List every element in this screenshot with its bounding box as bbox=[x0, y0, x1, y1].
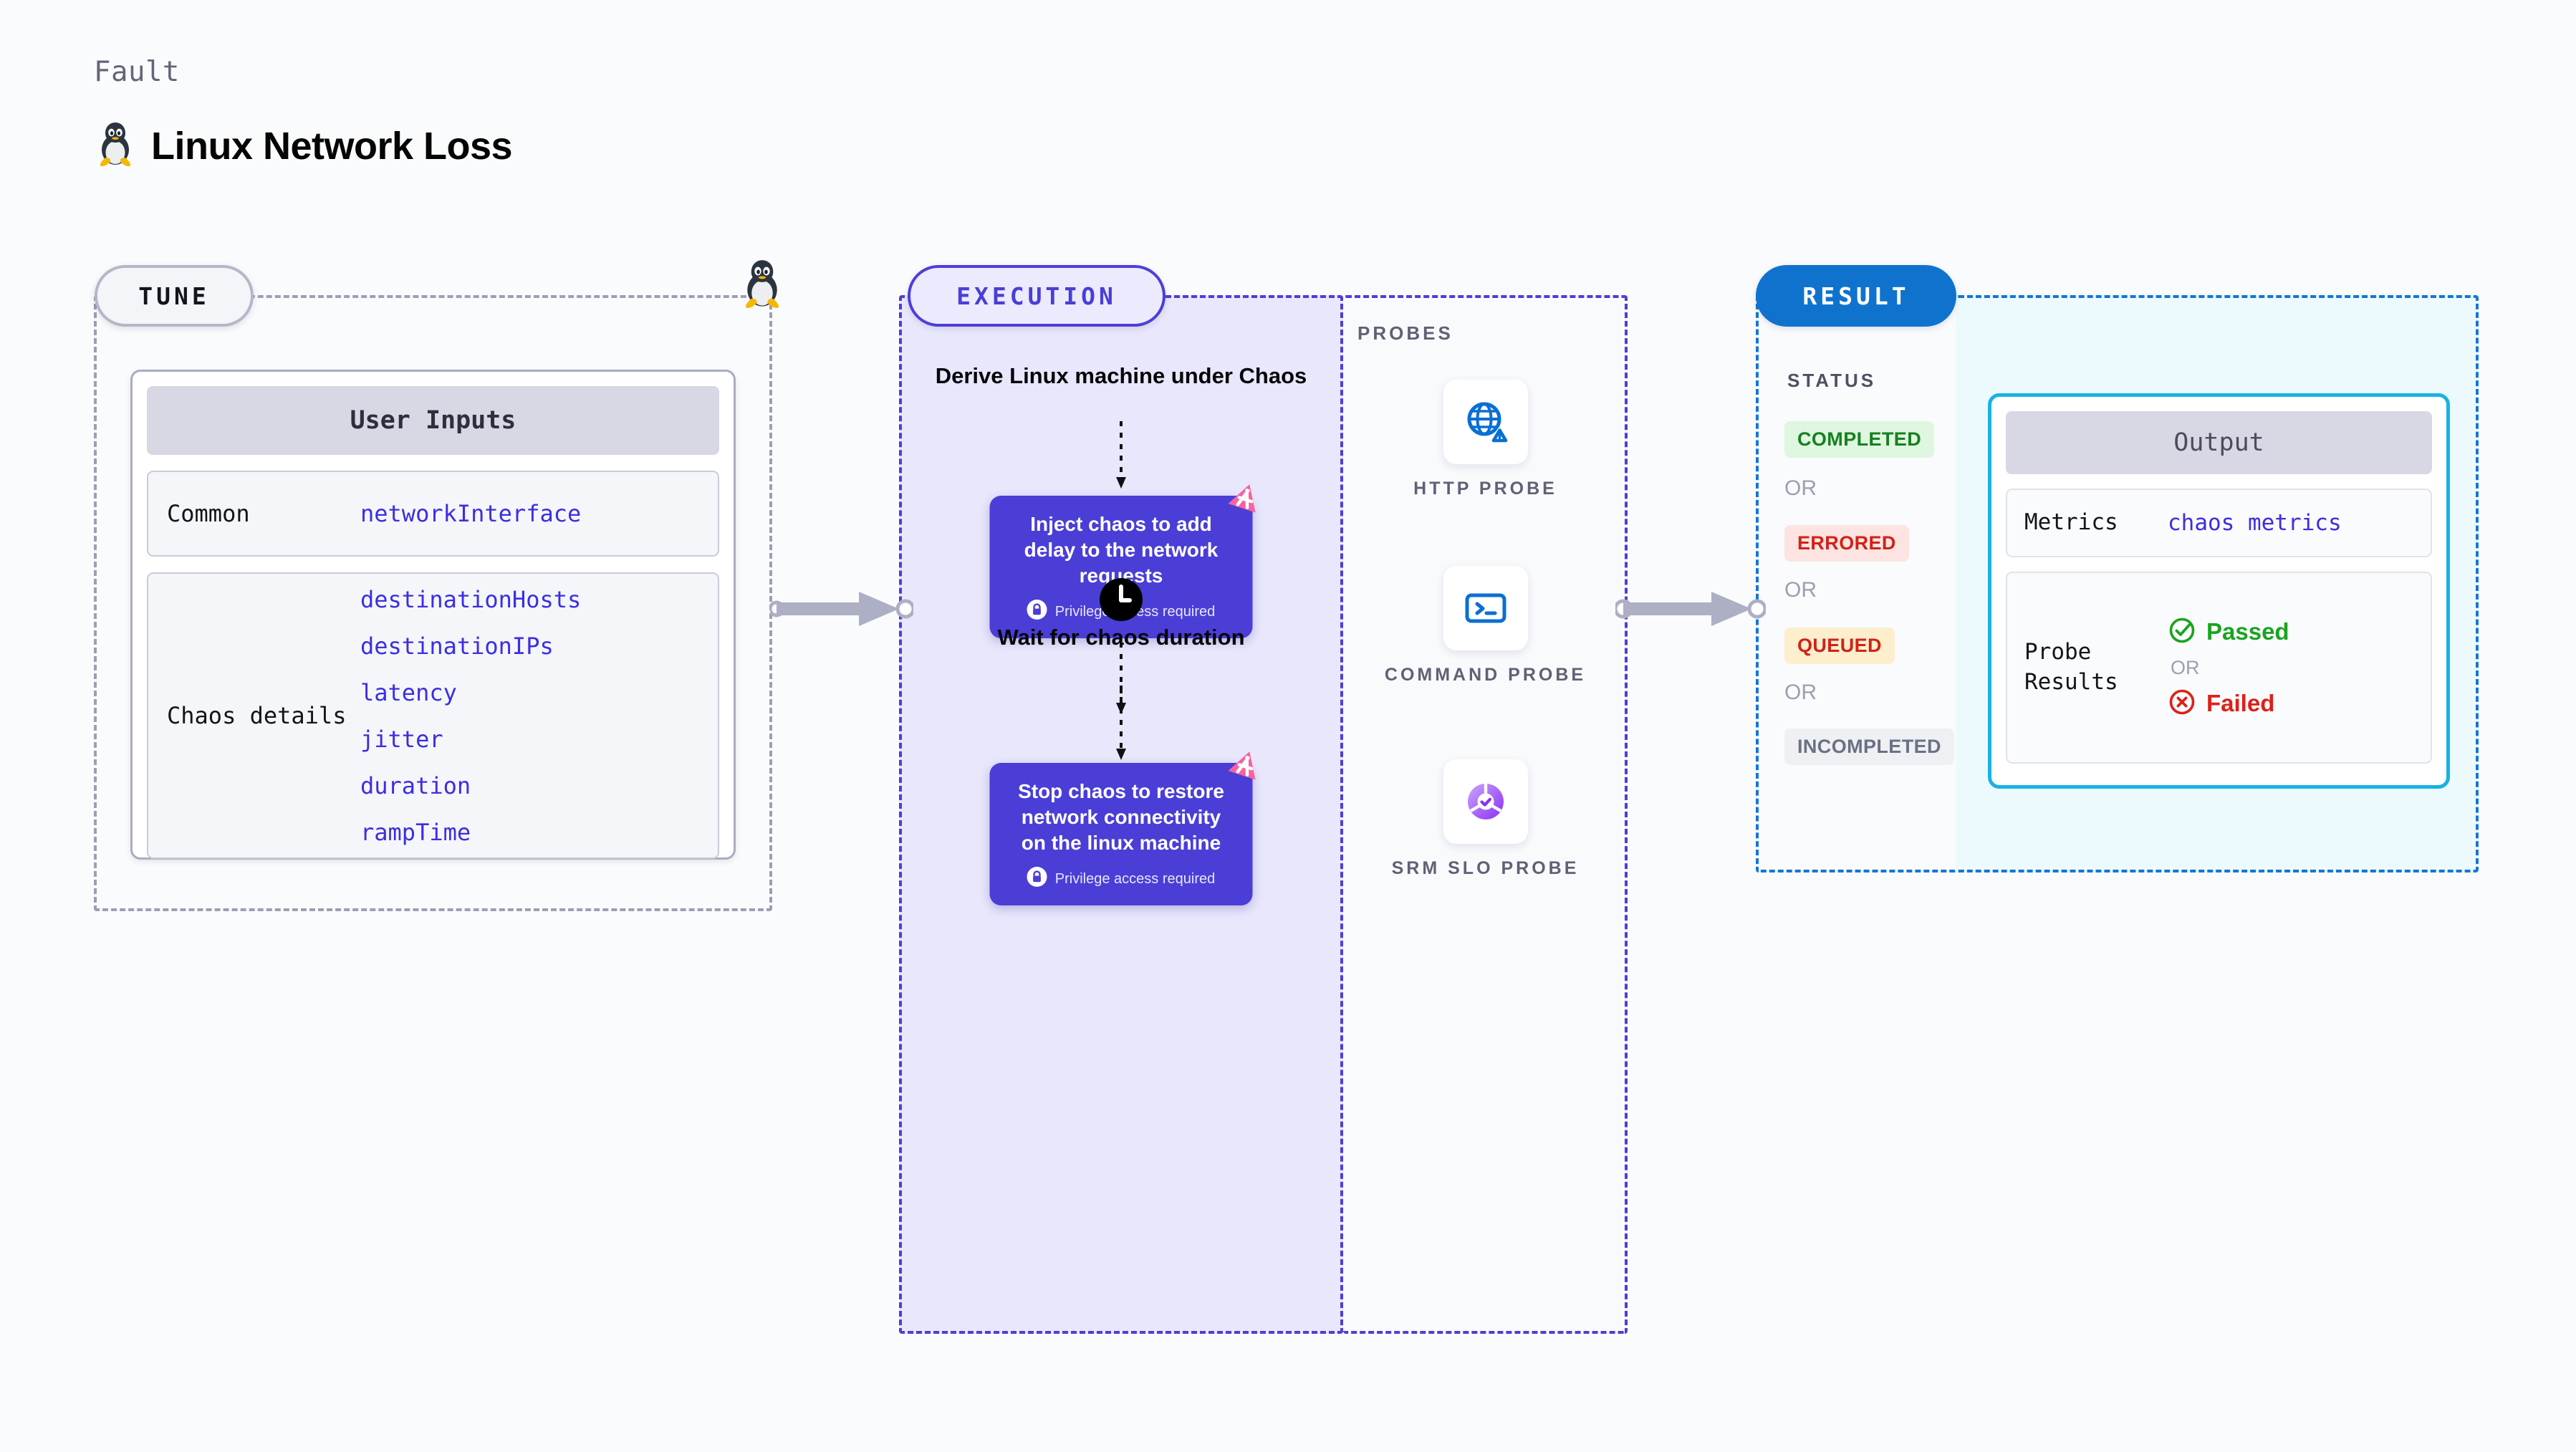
tux-penguin-icon bbox=[95, 120, 135, 171]
result-badge[interactable]: RESULT bbox=[1756, 265, 1956, 327]
passed-label: Passed bbox=[2206, 618, 2289, 645]
output-metrics-label: Metrics bbox=[2024, 509, 2118, 536]
check-circle-icon bbox=[2168, 616, 2196, 648]
status-or-3: OR bbox=[1784, 681, 1817, 704]
connector-execution-to-result bbox=[1613, 587, 1767, 634]
failed-label: Failed bbox=[2206, 690, 2275, 716]
status-or-1: OR bbox=[1784, 476, 1817, 500]
user-input-row-common: Common networkInterface bbox=[147, 471, 719, 557]
result-status-panel bbox=[1756, 295, 1957, 872]
tux-penguin-icon bbox=[740, 258, 784, 313]
param-destinationips[interactable]: destinationIPs bbox=[360, 632, 554, 660]
output-metrics-value[interactable]: chaos metrics bbox=[2168, 510, 2342, 536]
param-ramptime[interactable]: rampTime bbox=[360, 818, 471, 846]
execution-flow: Derive Linux machine under Chaos Inject bbox=[899, 295, 1343, 1334]
action-card-text: Inject chaos to add delay to the network… bbox=[1024, 513, 1219, 587]
connector-tune-to-execution bbox=[768, 587, 915, 634]
probes-section-title: PROBES bbox=[1357, 322, 1453, 344]
wait-duration-step-title: Wait for chaos duration bbox=[997, 625, 1245, 650]
param-jitter[interactable]: jitter bbox=[360, 725, 443, 753]
lock-icon bbox=[1027, 867, 1047, 891]
probe-result-passed: Passed bbox=[2168, 616, 2289, 648]
probe-label: SRM SLO PROBE bbox=[1391, 858, 1580, 878]
flow-arrow-3 bbox=[1114, 686, 1128, 768]
output-row-probe-results: Probe Results Passed OR bbox=[2006, 572, 2432, 764]
terminal-icon bbox=[1443, 566, 1528, 650]
execution-badge[interactable]: EXECUTION bbox=[908, 265, 1166, 327]
probe-result-failed: Failed bbox=[2168, 688, 2289, 720]
privilege-text: Privilege access required bbox=[1054, 870, 1216, 887]
page-title: Linux Network Loss bbox=[151, 124, 513, 168]
slo-donut-check-icon bbox=[1443, 759, 1528, 844]
status-section-title: STATUS bbox=[1787, 370, 1877, 391]
probe-result-options: Passed OR Failed bbox=[2168, 616, 2289, 720]
probe-label: COMMAND PROBE bbox=[1384, 665, 1587, 685]
stop-chaos-action-card[interactable]: Stop chaos to restore network connectivi… bbox=[989, 751, 1256, 906]
derive-machine-step-title: Derive Linux machine under Chaos bbox=[935, 363, 1307, 388]
param-latency[interactable]: latency bbox=[360, 678, 457, 706]
privilege-note: Privilege access required bbox=[1007, 867, 1236, 891]
flow-arrow-1 bbox=[1114, 421, 1128, 496]
probe-label: HTTP PROBE bbox=[1413, 479, 1557, 499]
probe-srm-slo[interactable]: SRM SLO PROBE bbox=[1343, 759, 1628, 881]
lock-icon bbox=[1027, 600, 1047, 624]
user-inputs-card: User Inputs Common networkInterface Chao… bbox=[130, 370, 736, 860]
page-title-row: Linux Network Loss bbox=[95, 120, 513, 171]
clock-icon bbox=[1098, 577, 1144, 626]
tune-badge[interactable]: TUNE bbox=[95, 265, 254, 327]
harness-logo-icon bbox=[1226, 747, 1264, 789]
status-badge-queued: QUEUED bbox=[1784, 628, 1895, 664]
page-kicker: Fault bbox=[94, 56, 180, 88]
status-badge-incompleted: INCOMPLETED bbox=[1784, 729, 1954, 765]
param-duration[interactable]: duration bbox=[360, 771, 471, 799]
row-label: Chaos details bbox=[167, 702, 347, 729]
x-circle-icon bbox=[2168, 688, 2196, 720]
probe-http[interactable]: HTTP PROBE bbox=[1343, 380, 1628, 501]
user-input-row-chaos-details: Chaos details destinationHosts destinati… bbox=[147, 572, 719, 859]
output-probe-results-label: Probe Results bbox=[2024, 639, 2118, 695]
probe-result-or: OR bbox=[2171, 656, 2200, 678]
status-badge-errored: ERRORED bbox=[1784, 525, 1909, 562]
status-badge-completed: COMPLETED bbox=[1784, 421, 1935, 458]
user-inputs-title: User Inputs bbox=[147, 386, 719, 455]
row-label: Common bbox=[167, 500, 250, 527]
probe-command[interactable]: COMMAND PROBE bbox=[1343, 566, 1628, 688]
action-card-text: Stop chaos to restore network connectivi… bbox=[1018, 780, 1224, 854]
globe-warning-icon bbox=[1443, 380, 1528, 464]
output-card: Output Metrics chaos metrics Probe Resul… bbox=[1988, 393, 2450, 789]
output-row-metrics: Metrics chaos metrics bbox=[2006, 489, 2432, 557]
param-destinationhosts[interactable]: destinationHosts bbox=[360, 585, 582, 613]
row-values: networkInterface bbox=[360, 500, 581, 527]
row-values: destinationHosts destinationIPs latency … bbox=[360, 586, 581, 846]
param-networkinterface[interactable]: networkInterface bbox=[360, 500, 582, 527]
harness-logo-icon bbox=[1226, 480, 1264, 522]
output-card-title: Output bbox=[2006, 411, 2432, 474]
status-or-2: OR bbox=[1784, 578, 1817, 602]
